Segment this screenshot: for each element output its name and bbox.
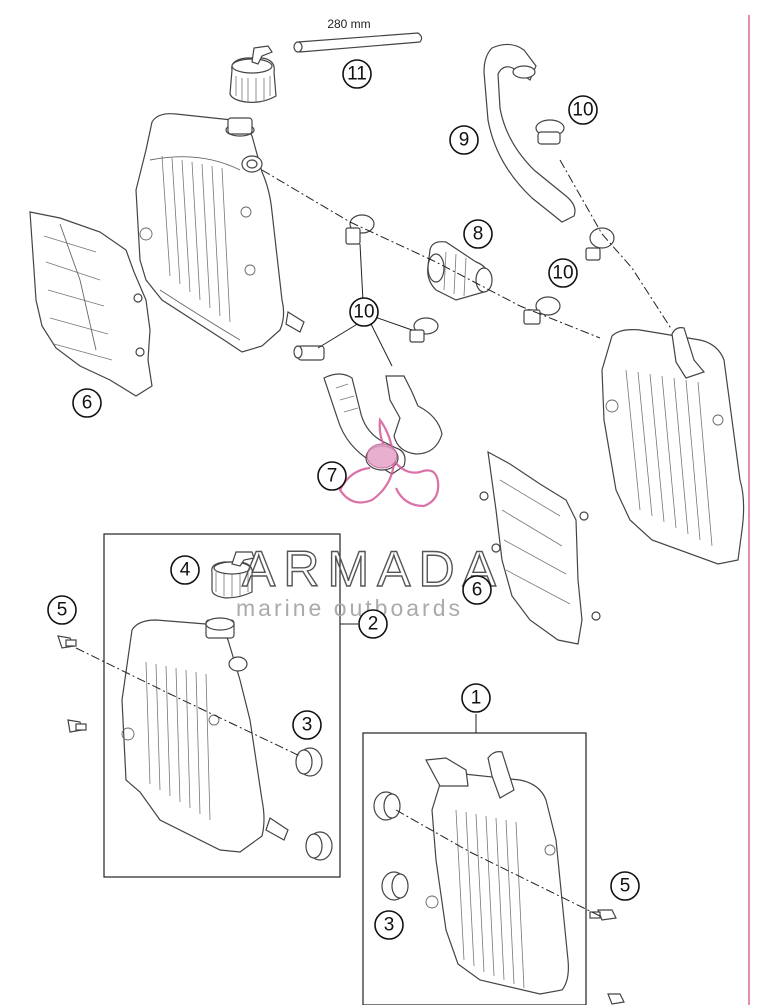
radiator-shroud-right	[479, 450, 601, 645]
svg-text:6: 6	[82, 393, 93, 414]
hose-clamp-lower-left	[409, 317, 439, 343]
assembly-line-b	[559, 159, 673, 331]
radiator-right-upper	[601, 327, 745, 565]
svg-text:11: 11	[347, 64, 367, 85]
assembly-box-1	[362, 732, 587, 1005]
bolt-right-lower	[607, 993, 625, 1005]
radiator-cap-4	[211, 551, 255, 599]
watermark-logo	[338, 417, 440, 508]
radiator-hose-9	[483, 43, 576, 223]
svg-text:10: 10	[552, 263, 573, 284]
assembly-line-c	[75, 647, 301, 757]
svg-text:3: 3	[384, 915, 395, 936]
callout-4: 4	[170, 555, 200, 585]
radiator-right-assembly	[425, 751, 569, 995]
callout-8: 8	[463, 219, 493, 249]
watermark-tagline: marine outboards	[236, 595, 463, 621]
svg-text:10: 10	[572, 100, 593, 121]
callout-6-left: 6	[72, 388, 102, 418]
callout-1: 1	[461, 683, 491, 713]
svg-text:6: 6	[472, 580, 483, 601]
hose-clamp-small	[293, 345, 325, 361]
hose-clamp-right	[523, 296, 561, 325]
overflow-hose-11	[293, 32, 423, 53]
radiator-shroud-left	[29, 211, 153, 397]
bolt-5-right	[589, 909, 617, 921]
assembly-box-2	[103, 533, 341, 878]
svg-text:3: 3	[302, 715, 313, 736]
radiator-left-assembly	[121, 617, 289, 853]
rubber-grommet-upper-left	[295, 747, 323, 777]
callout-5-right: 5	[610, 871, 640, 901]
callout-3-left: 3	[292, 710, 322, 740]
bolt-5-left	[57, 635, 77, 649]
rubber-grommet-lower-left	[305, 831, 333, 861]
hose-clamp-upper	[535, 119, 565, 145]
svg-text:5: 5	[620, 876, 631, 897]
callout-7: 7	[317, 461, 347, 491]
svg-text:10: 10	[353, 302, 374, 323]
hose-clamp-center	[345, 214, 375, 245]
svg-text:2: 2	[368, 614, 379, 635]
svg-text:9: 9	[459, 130, 470, 151]
rubber-grommet-lower-right	[381, 871, 409, 901]
svg-text:8: 8	[473, 224, 484, 245]
callout-5-left: 5	[47, 595, 77, 625]
hose-length-label: 280 mm	[327, 17, 370, 31]
watermark-name: ARMADA	[242, 541, 504, 597]
bolt-left-lower	[67, 719, 87, 733]
radiator-cap-top	[229, 45, 277, 103]
leader-10-center	[317, 243, 413, 367]
rubber-grommet-upper-right	[373, 791, 401, 821]
assembly-line-a	[261, 169, 601, 339]
svg-text:5: 5	[57, 600, 68, 621]
callout-3-right: 3	[374, 910, 404, 940]
svg-text:4: 4	[180, 560, 191, 581]
hose-clamp-right-upper	[585, 227, 615, 261]
callout-10-center: 10	[349, 297, 379, 327]
callout-11: 11	[342, 59, 372, 89]
callout-10-right: 10	[548, 258, 578, 288]
svg-text:1: 1	[471, 688, 482, 709]
callout-10-upper: 10	[568, 95, 598, 125]
radiator-left-upper	[135, 113, 305, 353]
callout-6-right: 6	[462, 575, 492, 605]
thermostat-8	[427, 241, 493, 301]
callout-9: 9	[449, 125, 479, 155]
assembly-line-d	[395, 809, 601, 917]
callout-2: 2	[358, 609, 388, 639]
svg-text:7: 7	[327, 466, 338, 487]
